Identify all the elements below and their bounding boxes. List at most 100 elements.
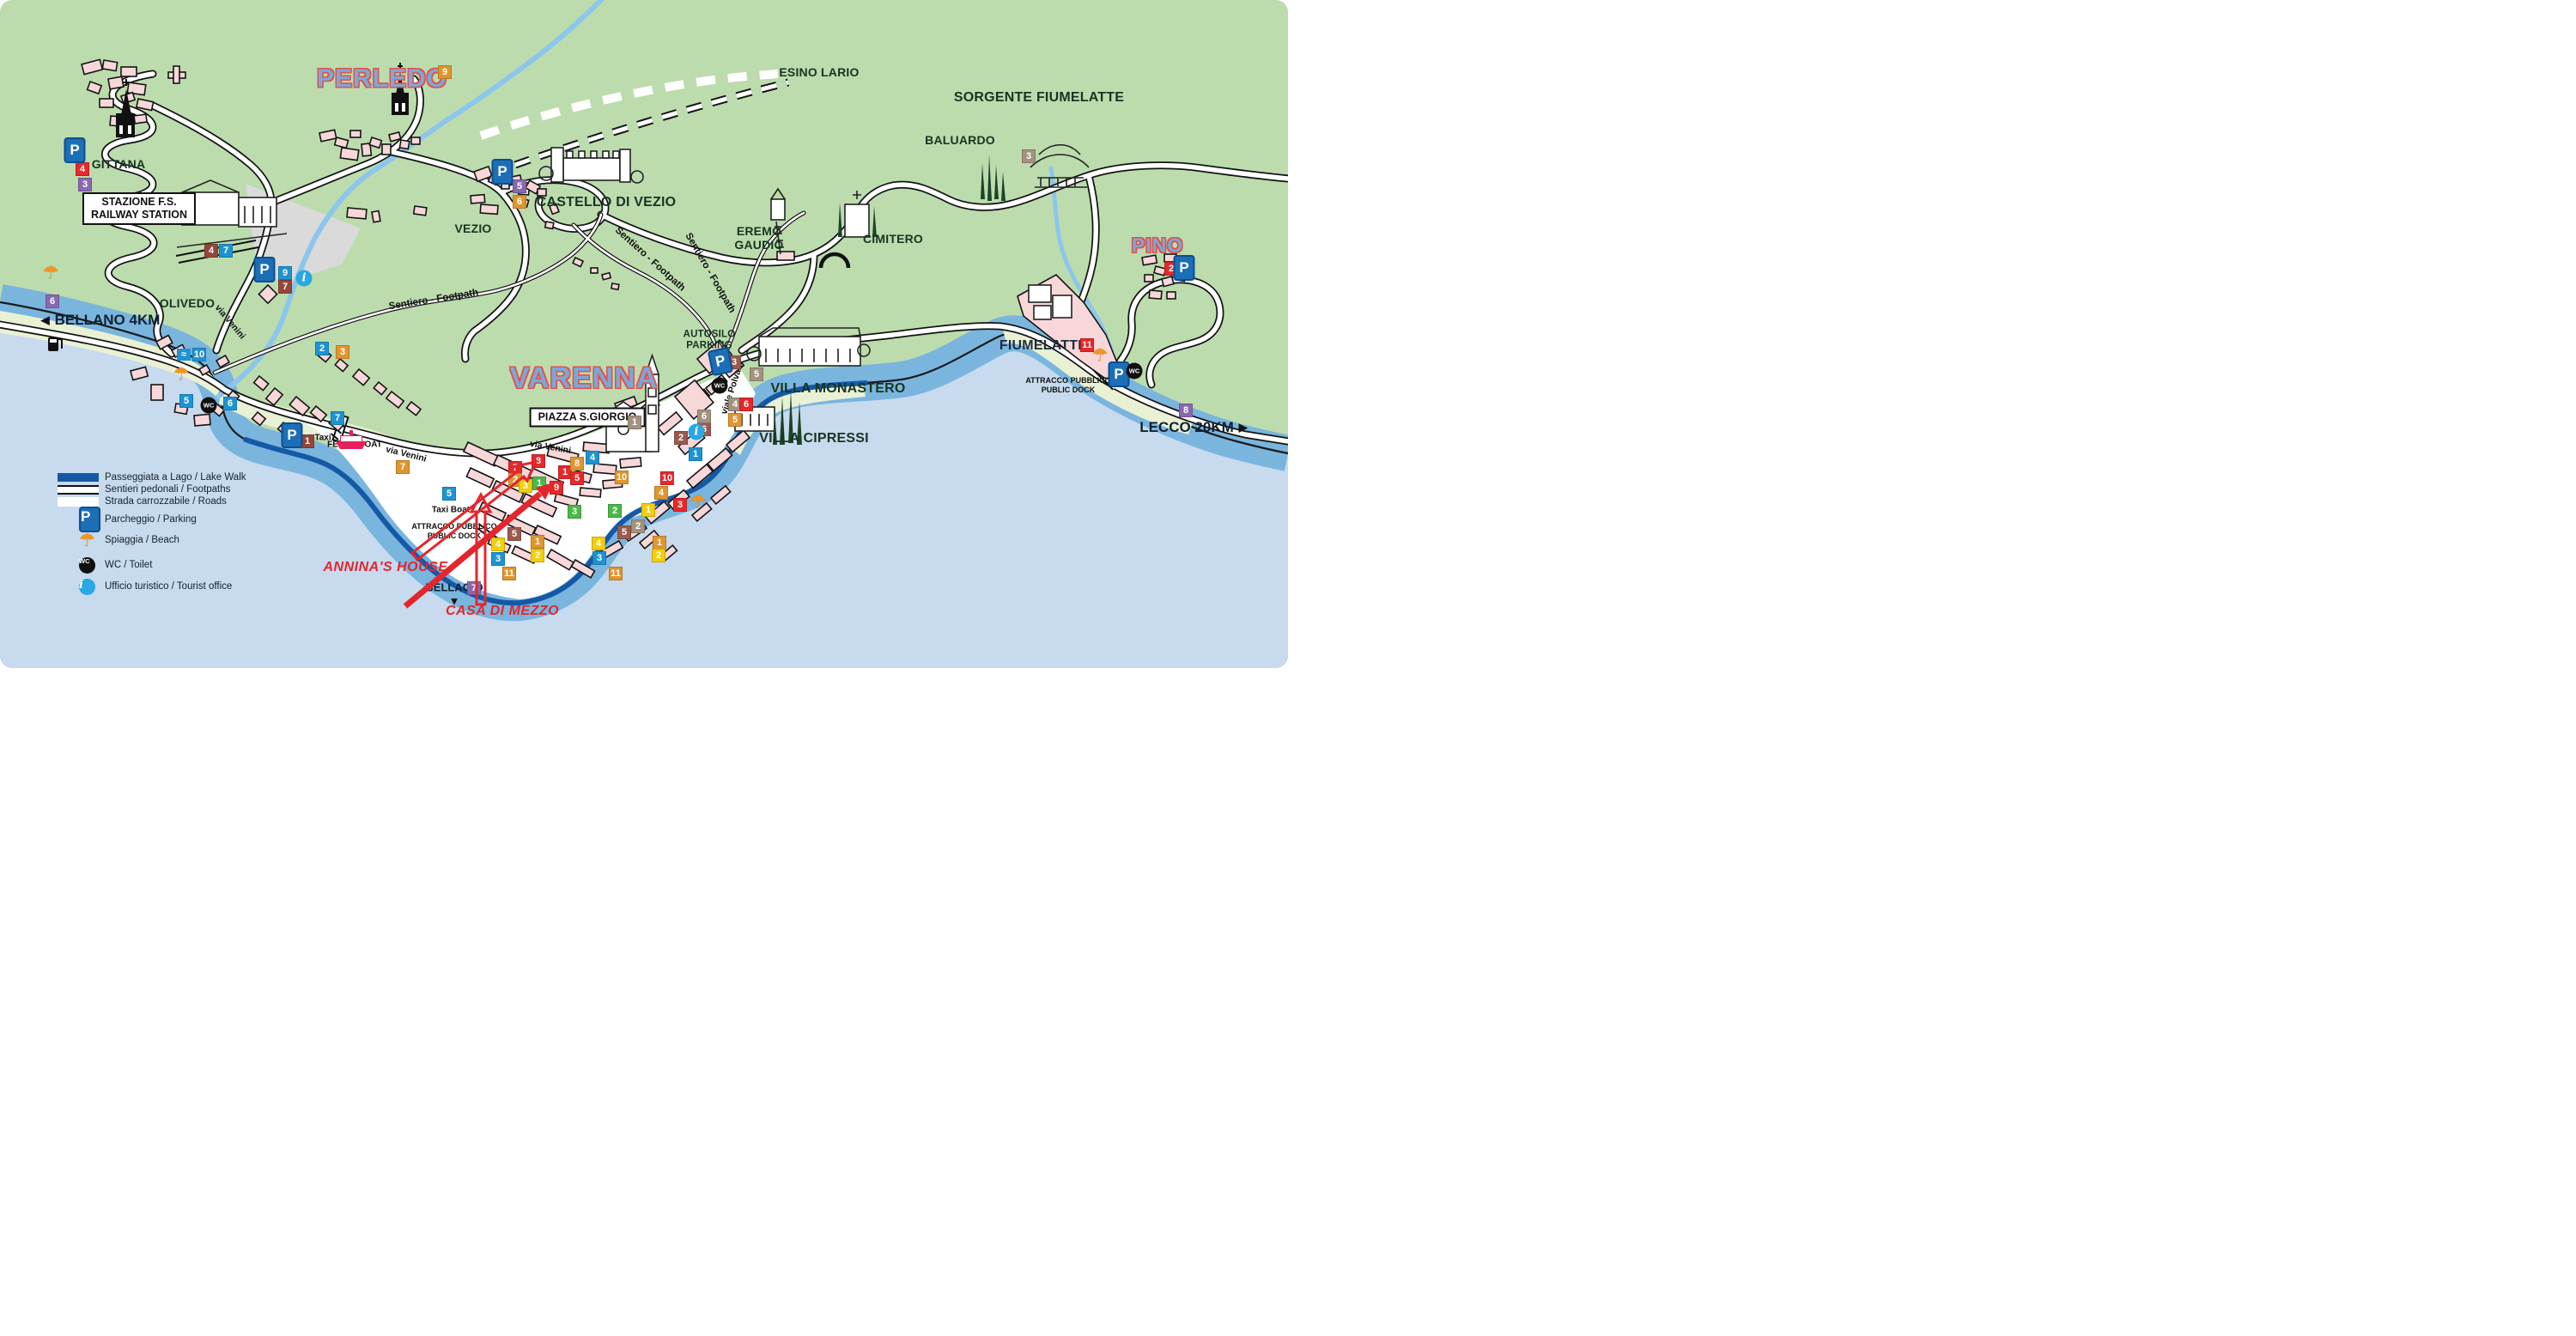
dock-taxi: Taxi	[314, 434, 331, 443]
place-sorgente-fiumelatte: SORGENTE FIUMELATTE	[954, 90, 1124, 106]
badge-orange-7: 7	[396, 460, 410, 474]
badge-brown-5: 5	[507, 527, 521, 541]
footpath-swatch	[58, 484, 99, 495]
badge-yellow-4: 4	[491, 537, 505, 551]
esino-stream	[216, 0, 604, 399]
place-olivedo: OLIVEDO	[160, 296, 215, 310]
gittana-buildings	[81, 58, 186, 128]
legend-swatch-road	[31, 496, 105, 507]
badge-yellow-3: 3	[519, 479, 532, 493]
legend-swatch-lakewalk	[31, 473, 105, 482]
badge-orange-1: 1	[653, 536, 666, 550]
box-piazza-s-giorgio-text: PIAZZA S.GIORGIO	[538, 410, 637, 423]
dir-lecco-text: LECCO 20KM	[1139, 419, 1234, 435]
legend-swatch-parking: P	[31, 507, 105, 532]
badge-blue-6: 6	[223, 397, 237, 410]
street-sentiero-footpath-west: Sentiero - Footpath	[388, 288, 479, 312]
dock-taxi-text: Taxi	[314, 433, 331, 443]
wc-icon-fiumelatte: WC	[1126, 362, 1143, 380]
place-vezio: VEZIO	[454, 222, 491, 235]
badge-green-3: 3	[568, 505, 581, 519]
annot-casa-di-mezzo: CASA DI MEZZO	[446, 604, 559, 619]
box-piazza-s-giorgio: PIAZZA S.GIORGIO	[529, 407, 646, 428]
legend-item-beach: ☂Spiaggia / Beach	[31, 531, 179, 550]
badge-brick-4: 4	[204, 244, 218, 258]
place-autosilo-parking-line-0: AUTOSILO	[683, 329, 736, 340]
badge-purple-7: 7	[467, 581, 481, 595]
place-cimitero-text: CIMITERO	[862, 232, 924, 246]
place-olivedo-text: OLIVEDO	[159, 296, 216, 310]
legend-label-parking: Parcheggio / Parking	[105, 514, 197, 525]
badge-orange-9: 9	[438, 65, 452, 79]
place-castello-di-vezio-text: CASTELLO DI VEZIO	[536, 195, 677, 210]
lakewalk-swatch	[58, 473, 99, 482]
legend-swatch-wc: WC	[31, 556, 105, 574]
legend-label-info: Ufficio turistico / Tourist office	[105, 581, 233, 592]
wc-icon-olivedo: WC	[200, 397, 217, 414]
place-gittana-text: GITTANA	[91, 157, 146, 171]
badge-green-1: 1	[532, 477, 546, 490]
badge-orange-11: 11	[502, 567, 516, 580]
dock-taxi-boat: Taxi Boat	[432, 506, 470, 515]
street-sentiero-footpath-west-text: Sentiero - Footpath	[387, 287, 480, 313]
beach-umbrella-icon-fiumelatte: ☂	[1091, 345, 1109, 366]
dir-lecco-triangle-icon: ▶	[1238, 421, 1248, 434]
olivedo-buildings	[130, 283, 422, 438]
gittana-church-icon	[116, 79, 135, 137]
dir-bellano: ◀BELLANO 4KM	[41, 312, 161, 329]
badge-blue-4: 4	[586, 451, 599, 465]
street-sentiero-footpath-castello-text: Sentiero - Footpath	[612, 225, 688, 294]
badge-yellow-2: 2	[531, 549, 544, 562]
street-sentiero-footpath-eremo-text: Sentiero - Footpath	[683, 231, 738, 315]
street-via-venini-olivedo-text: via Venini	[212, 302, 248, 342]
badge-blue-2: 2	[315, 342, 329, 355]
wc-icon-legend: WC	[79, 556, 95, 574]
legend-label-beach: Spiaggia / Beach	[105, 535, 179, 545]
badge-brown-2: 2	[674, 431, 688, 445]
badge-red-9: 9	[550, 481, 563, 495]
parking-icon-station: P	[253, 257, 276, 282]
badge-tan-5: 5	[750, 367, 763, 381]
perledo-buildings	[319, 129, 428, 223]
badge-tan-2: 2	[631, 519, 645, 533]
badge-orange-3: 3	[336, 345, 349, 359]
parking-icon-gittana: P	[64, 137, 86, 163]
tourist-office-icon-villa: i	[688, 423, 705, 440]
badge-brown-5: 5	[617, 525, 631, 539]
place-sorgente-fiumelatte-text: SORGENTE FIUMELATTE	[953, 90, 1125, 105]
cypress-trees	[773, 155, 1005, 445]
badge-blue-1: 1	[689, 447, 702, 461]
legend-label-wc: WC / Toilet	[105, 560, 153, 570]
dir-bellano-text: BELLANO 4KM	[54, 312, 161, 328]
dock-attracco-fiumelatte-line-0: ATTRACCO PUBBLICO	[1025, 375, 1111, 385]
badge-orange-10: 10	[614, 471, 629, 484]
parking-icon-ferry: P	[281, 422, 303, 448]
badge-red-3: 3	[673, 498, 687, 512]
title-perledo-text: PERLEDO	[316, 64, 448, 93]
box-stazione: STAZIONE F.S.RAILWAY STATION	[82, 192, 197, 225]
ferry-hull	[336, 441, 367, 449]
title-pino-text: PINO	[1131, 234, 1184, 257]
badge-blue-7: 7	[219, 244, 233, 258]
lake	[0, 302, 1288, 668]
dock-attracco-fiumelatte-line-1: PUBLIC DOCK	[1041, 386, 1096, 394]
parking-icon-pino: P	[1173, 255, 1195, 281]
beach-umbrella-icon-gittana: ☂	[42, 263, 59, 283]
badge-yellow-1: 1	[641, 503, 655, 517]
place-cimitero: CIMITERO	[863, 232, 923, 246]
badge-red-10: 10	[659, 471, 675, 485]
legend-item-wc: WC WC / Toilet	[31, 556, 152, 574]
place-esino-lario: ESINO LARIO	[779, 65, 859, 79]
badge-tan-6: 6	[697, 410, 711, 423]
badge-purple-3: 3	[78, 178, 92, 191]
badge-blue-5: 5	[442, 487, 456, 501]
badge-blue-5: 5	[179, 394, 193, 408]
badge-green-2: 2	[608, 504, 622, 518]
badge-blue-10: 10	[191, 348, 207, 361]
badge-orange-6: 6	[513, 195, 526, 209]
